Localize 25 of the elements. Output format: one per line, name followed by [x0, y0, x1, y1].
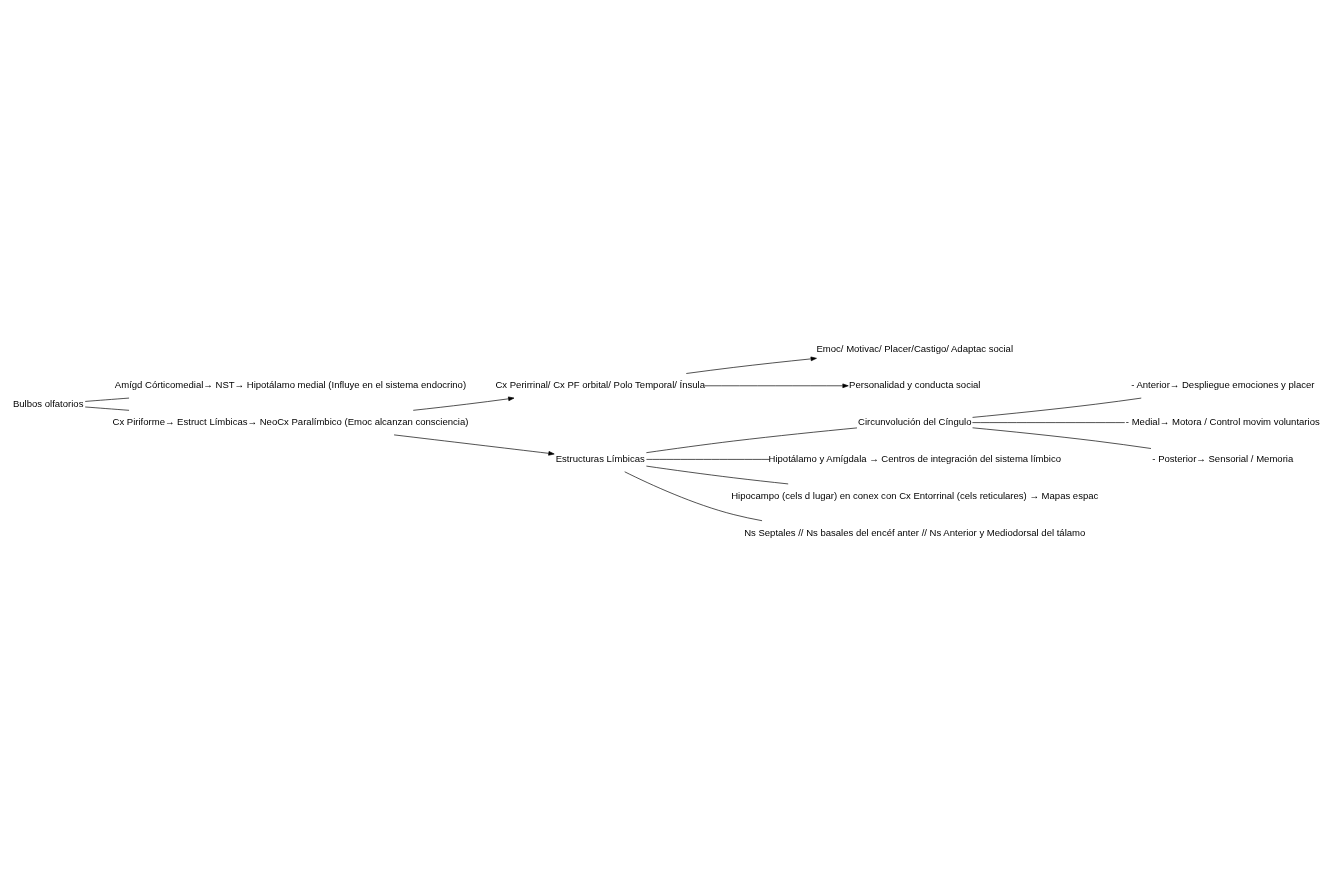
node-text: Emoc/ Motivac/ Placer/Castigo/ Adaptac social	[816, 342, 1014, 354]
node-text: Circunvolución del Cíngulo	[858, 416, 972, 428]
node-text: Amígd Córticomedial→ NST→ Hipotálamo medial (Influye en el sistema endocrino)	[114, 379, 467, 391]
node-text: Hipotálamo y Amígdala → Centros de integración del sistema límbico	[768, 452, 1061, 464]
node-text: - Medial→ Motora / Control movim voluntarios	[1125, 416, 1320, 428]
node-text: Estructuras Límbicas	[555, 452, 645, 464]
connector	[84, 397, 130, 402]
node-text: Personalidad y conducta social	[849, 379, 981, 391]
arrow	[685, 356, 817, 374]
connector	[972, 397, 1142, 418]
arrow	[704, 383, 849, 389]
arrow	[412, 396, 515, 411]
connector	[646, 465, 789, 485]
node-text: Bulbos olfatorios	[12, 397, 84, 409]
node-text: Ns Septales // Ns basales del encéf anter // Ns Anterior y Mediodorsal del tálamo	[744, 526, 1086, 538]
node-text: - Anterior→ Despliegue emociones y placer	[1131, 379, 1315, 391]
node-text: Cx Perirrinal/ Cx PF orbital/ Polo Temporal/ Ínsula	[495, 379, 706, 391]
connector	[646, 427, 858, 454]
node-text: Cx Piriforme→ Estruct Límbicas→ NeoCx Paralímbico (Emoc alcanzan consciencia)	[112, 416, 469, 428]
connector	[624, 471, 763, 522]
connector	[972, 427, 1152, 449]
arrow	[393, 434, 555, 456]
connector	[84, 406, 130, 411]
node-text: - Posterior→ Sensorial / Memoria	[1152, 452, 1294, 464]
node-text: Hipocampo (cels d lugar) en conex con Cx Entorrinal (cels reticulares) → Mapas espac	[731, 489, 1099, 501]
